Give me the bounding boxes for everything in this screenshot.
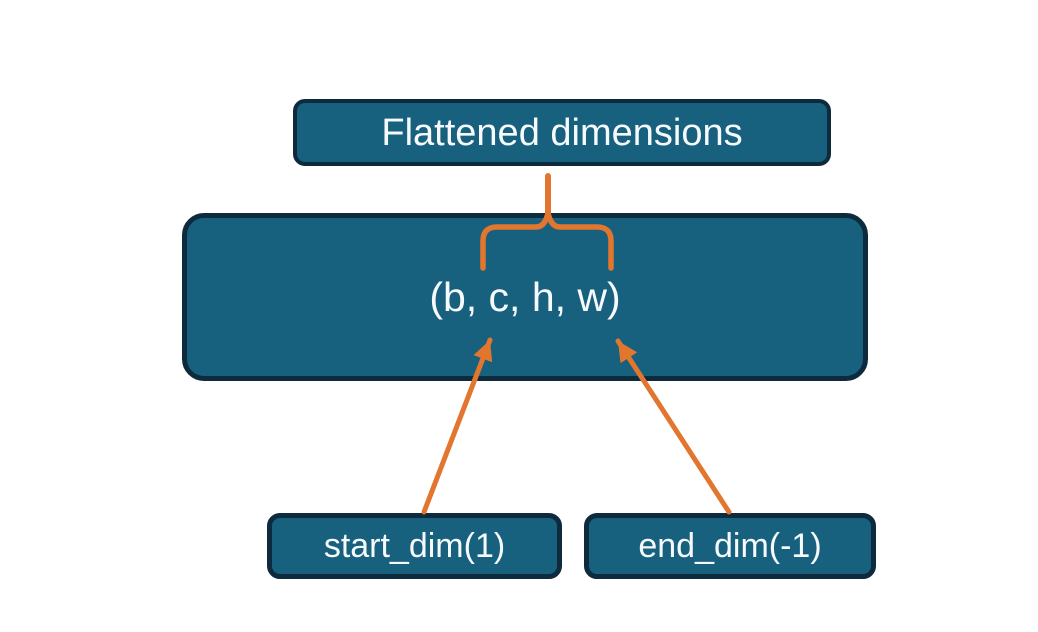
flattened-dimensions-box: Flattened dimensions — [293, 99, 831, 166]
tensor-shape-label: (b, c, h, w) — [429, 273, 621, 320]
tensor-shape-box: (b, c, h, w) — [182, 213, 868, 381]
start-dim-box: start_dim(1) — [267, 513, 562, 579]
end-dim-box: end_dim(-1) — [584, 513, 876, 579]
flattened-dimensions-label: Flattened dimensions — [381, 111, 743, 154]
end-dim-label: end_dim(-1) — [638, 527, 822, 565]
start-dim-label: start_dim(1) — [323, 527, 506, 565]
